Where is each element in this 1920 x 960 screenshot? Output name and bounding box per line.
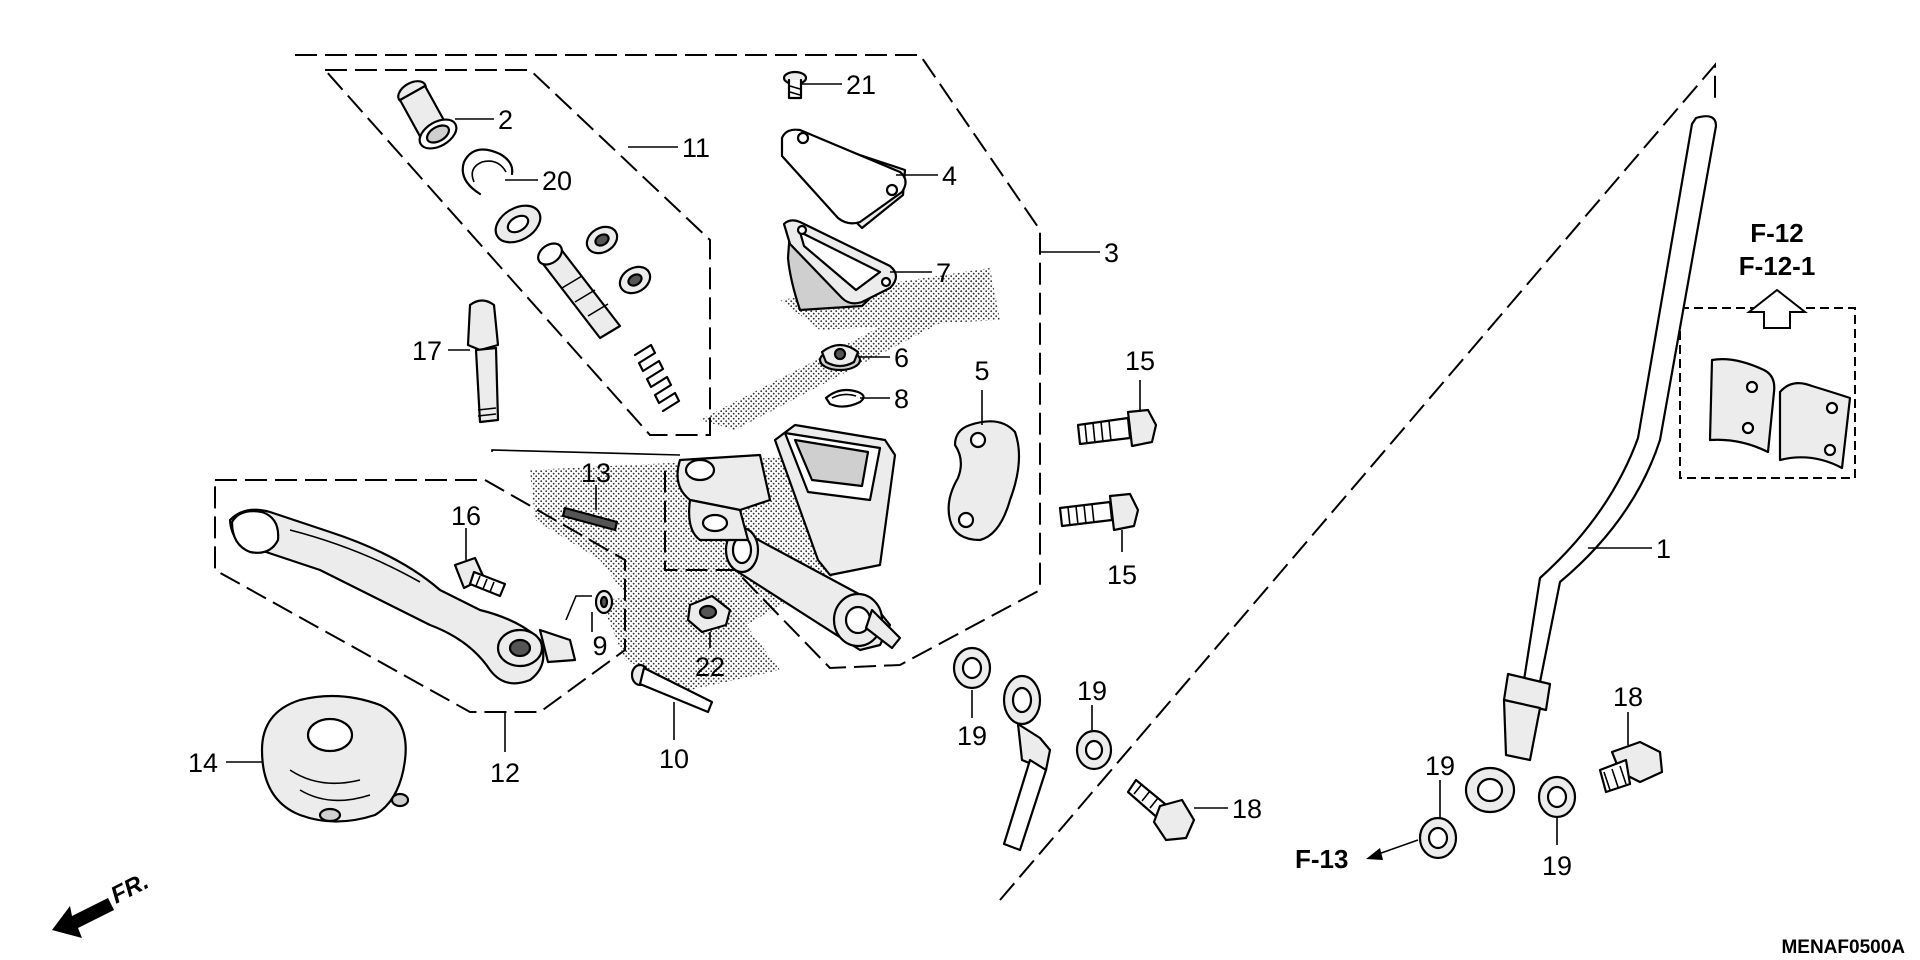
- part-sealing-washer-a[interactable]: [952, 646, 992, 690]
- callout-15-upper[interactable]: 15: [1125, 346, 1155, 376]
- part-washer[interactable]: [489, 198, 547, 250]
- outline-brake-hose: [999, 62, 1716, 901]
- callout-17[interactable]: 17: [412, 336, 442, 366]
- callout-7[interactable]: 7: [936, 258, 951, 288]
- ref-f13-group[interactable]: F-13: [1295, 839, 1419, 874]
- callout-4[interactable]: 4: [942, 161, 957, 191]
- callout-16[interactable]: 16: [451, 501, 481, 531]
- part-rubber-cushion[interactable]: [594, 589, 614, 615]
- callout-19-b[interactable]: 19: [1077, 676, 1107, 706]
- part-spring-13[interactable]: [561, 506, 619, 532]
- part-master-cylinder[interactable]: [676, 423, 902, 652]
- part-float[interactable]: [818, 343, 862, 372]
- callout-9[interactable]: 9: [592, 631, 607, 661]
- callout-19-c[interactable]: 19: [1425, 751, 1455, 781]
- callout-2[interactable]: 2: [498, 105, 513, 135]
- part-reservoir-cap[interactable]: [780, 128, 907, 230]
- callout-15-lower[interactable]: 15: [1107, 560, 1137, 590]
- holder-half-left-icon: [1708, 358, 1776, 454]
- callout-18-right[interactable]: 18: [1613, 682, 1643, 712]
- holder-half-right-icon: [1778, 381, 1852, 470]
- ref-f12-group[interactable]: F-12 F-12-1: [1708, 218, 1852, 470]
- part-holder-bolt-upper[interactable]: [1076, 408, 1158, 448]
- part-lock-nut[interactable]: [686, 594, 732, 634]
- part-pivot-bolt-17[interactable]: [466, 299, 500, 424]
- part-brake-lever[interactable]: [228, 508, 577, 685]
- part-oil-bolt-right[interactable]: [1598, 740, 1664, 794]
- callout-1[interactable]: 1: [1656, 534, 1671, 564]
- part-holder[interactable]: [947, 420, 1021, 542]
- front-label: FR.: [106, 868, 153, 910]
- ref-f13-label: F-13: [1295, 844, 1348, 874]
- part-sealing-washer-d[interactable]: [1537, 775, 1577, 819]
- callout-19-d[interactable]: 19: [1542, 851, 1572, 881]
- outline-master-cylinder: [295, 54, 1041, 670]
- callout-10[interactable]: 10: [659, 744, 689, 774]
- front-arrow-icon: [52, 898, 114, 938]
- callout-8[interactable]: 8: [894, 384, 909, 414]
- callout-6[interactable]: 6: [894, 343, 909, 373]
- part-sealing-washer-c[interactable]: [1418, 816, 1458, 860]
- callout-18-left[interactable]: 18: [1232, 794, 1262, 824]
- part-holder-bolt-lower[interactable]: [1058, 492, 1140, 532]
- assembly-outlines: [214, 54, 1856, 901]
- part-cap-screw[interactable]: [782, 70, 808, 100]
- part-sealing-washer-b[interactable]: [1075, 729, 1113, 771]
- callout-14[interactable]: 14: [188, 748, 218, 778]
- outline-piston-set: [324, 69, 711, 436]
- callouts: 21 2 20 11 4 3 7 6 8 5 17 15: [188, 70, 1671, 881]
- part-brake-hose[interactable]: [1002, 115, 1718, 852]
- callout-11[interactable]: 11: [682, 133, 710, 163]
- part-oil-bolt-left[interactable]: [1126, 778, 1196, 842]
- part-snap-ring[interactable]: [461, 148, 514, 196]
- part-circlip[interactable]: [824, 388, 865, 408]
- part-pivot-bolt-10[interactable]: [630, 663, 714, 714]
- callout-21[interactable]: 21: [846, 70, 876, 100]
- callout-5[interactable]: 5: [974, 356, 989, 386]
- outline-brake-lever: [214, 479, 626, 713]
- callout-20[interactable]: 20: [542, 166, 572, 196]
- front-indicator: FR.: [52, 868, 153, 938]
- arrow-left-icon: [1366, 848, 1383, 860]
- callout-19-a[interactable]: 19: [957, 721, 987, 751]
- part-spring[interactable]: [633, 343, 681, 413]
- callout-12[interactable]: 12: [490, 758, 520, 788]
- part-boot[interactable]: [395, 77, 462, 155]
- part-diaphragm[interactable]: [782, 219, 898, 312]
- part-piston[interactable]: [534, 239, 622, 340]
- part-lever-cover[interactable]: [260, 694, 410, 823]
- part-adjuster-bolt[interactable]: [453, 556, 507, 598]
- callout-3[interactable]: 3: [1104, 238, 1119, 268]
- ref-f12-1-label: F-12-1: [1739, 251, 1816, 281]
- up-arrow-icon: [1746, 288, 1808, 329]
- callout-22[interactable]: 22: [695, 652, 725, 682]
- callout-13[interactable]: 13: [581, 458, 611, 488]
- ref-f12-label: F-12: [1750, 218, 1803, 248]
- part-piston-seals[interactable]: [582, 222, 655, 299]
- drawing-code: MENAF0500A: [1781, 937, 1905, 958]
